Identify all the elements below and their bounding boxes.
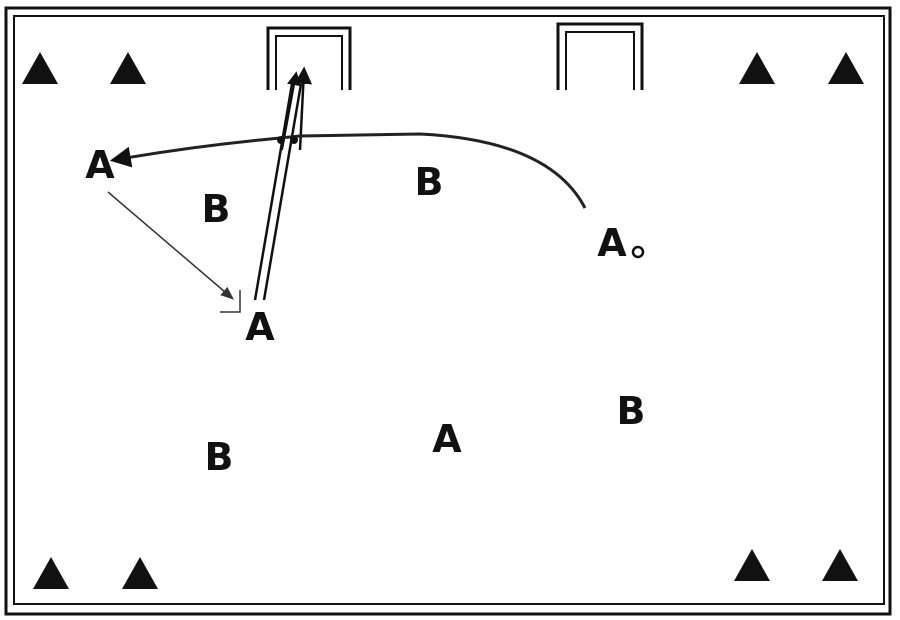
goal-right-icon [556, 22, 644, 90]
run-to-goal-line [262, 83, 303, 301]
run-start-mark [220, 290, 241, 313]
player-b-lower-left: B [205, 435, 234, 479]
pitch-outer-line [4, 6, 892, 616]
cone-icon [739, 52, 775, 84]
player-b-left: B [202, 187, 231, 231]
cone-icon [33, 557, 69, 589]
pitch-inner-line [13, 15, 885, 605]
pitch-border [4, 6, 892, 616]
player-b-lower-right: B [617, 389, 646, 433]
cones [22, 52, 864, 589]
cone-icon [734, 549, 770, 581]
players: A A A A B B B B [85, 143, 645, 479]
pass-line [109, 132, 587, 209]
player-a-lower-middle: A [432, 417, 462, 461]
cone-icon [822, 549, 858, 581]
cone-icon [828, 52, 864, 84]
cone-icon [122, 557, 158, 589]
run-to-goal-arrow [294, 66, 313, 151]
ball-icon [631, 245, 645, 259]
crossing-dot [290, 136, 298, 144]
player-b-top-middle: B [415, 160, 444, 204]
player-a-center-left: A [245, 305, 275, 349]
cone-icon [110, 52, 146, 84]
run-to-goal-line [253, 83, 294, 301]
thin-pass-line [107, 191, 235, 300]
crossing-dot [277, 136, 285, 144]
movement-lines [107, 66, 587, 313]
player-a-left: A [85, 143, 115, 187]
player-a-right-server: A [597, 221, 627, 265]
goal-left-icon [266, 26, 352, 90]
cone-icon [22, 52, 58, 84]
